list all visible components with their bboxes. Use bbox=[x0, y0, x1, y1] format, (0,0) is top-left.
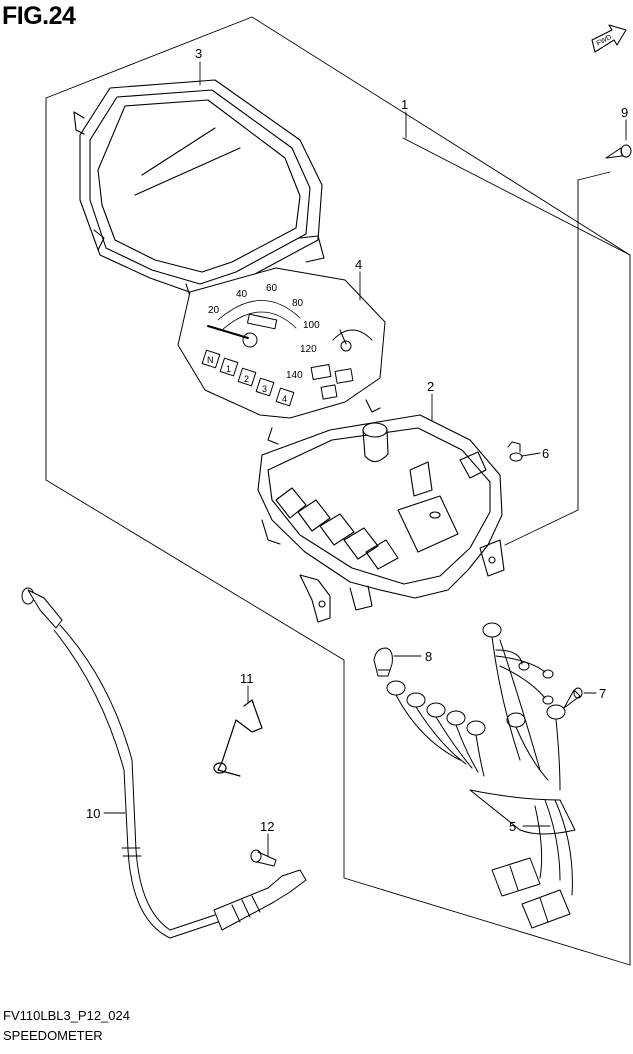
callout-labels: 1 2 3 4 5 6 7 8 9 10 11 12 bbox=[86, 46, 628, 834]
wire-clip bbox=[213, 699, 263, 777]
gear-label-2: 2 bbox=[244, 374, 249, 384]
forward-arrow-icon: FWD bbox=[591, 24, 627, 53]
callout-4: 4 bbox=[355, 257, 362, 272]
dial-face bbox=[177, 267, 386, 419]
callout-2: 2 bbox=[427, 379, 434, 394]
wiring-harness bbox=[386, 622, 576, 929]
speedometer-cable bbox=[21, 587, 307, 939]
callout-7: 7 bbox=[599, 686, 606, 701]
callout-9: 9 bbox=[621, 105, 628, 120]
callout-11: 11 bbox=[240, 671, 254, 686]
speed-label-140: 140 bbox=[286, 370, 303, 381]
gear-indicator-row bbox=[201, 349, 295, 407]
gear-label-1: 1 bbox=[226, 364, 231, 374]
speed-label-120: 120 bbox=[300, 344, 317, 355]
screw-6 bbox=[507, 441, 523, 462]
callout-6: 6 bbox=[542, 446, 549, 461]
screw-9 bbox=[605, 144, 632, 159]
callout-1: 1 bbox=[401, 97, 408, 112]
gear-label-n: N bbox=[207, 355, 214, 365]
callout-3: 3 bbox=[195, 46, 202, 61]
meter-cover bbox=[73, 79, 325, 297]
callout-10: 10 bbox=[86, 806, 100, 821]
callout-5: 5 bbox=[509, 819, 516, 834]
gear-label-4: 4 bbox=[282, 394, 287, 404]
gear-label-3: 3 bbox=[262, 384, 267, 394]
speed-label-20: 20 bbox=[208, 305, 220, 316]
speed-label-60: 60 bbox=[266, 283, 278, 294]
callout-8: 8 bbox=[425, 649, 432, 664]
speed-label-80: 80 bbox=[292, 298, 304, 309]
bulb-8 bbox=[373, 647, 393, 677]
meter-case bbox=[257, 399, 505, 623]
speed-label-100: 100 bbox=[303, 320, 320, 331]
screw-7 bbox=[563, 687, 583, 709]
drawing-code: FV110LBL3_P12_024 bbox=[3, 1008, 130, 1023]
gear-labels: N 1 2 3 4 bbox=[207, 355, 287, 404]
assembly-boundary bbox=[45, 16, 631, 966]
figure-title: FIG.24 bbox=[2, 2, 76, 30]
bolt-12 bbox=[250, 849, 277, 867]
callout-12: 12 bbox=[260, 819, 274, 834]
speed-label-40: 40 bbox=[236, 289, 248, 300]
speed-scale-labels: 20 40 60 80 100 120 140 bbox=[208, 283, 320, 381]
leader-lines bbox=[103, 61, 631, 857]
drawing-name: SPEEDOMETER bbox=[3, 1028, 103, 1043]
